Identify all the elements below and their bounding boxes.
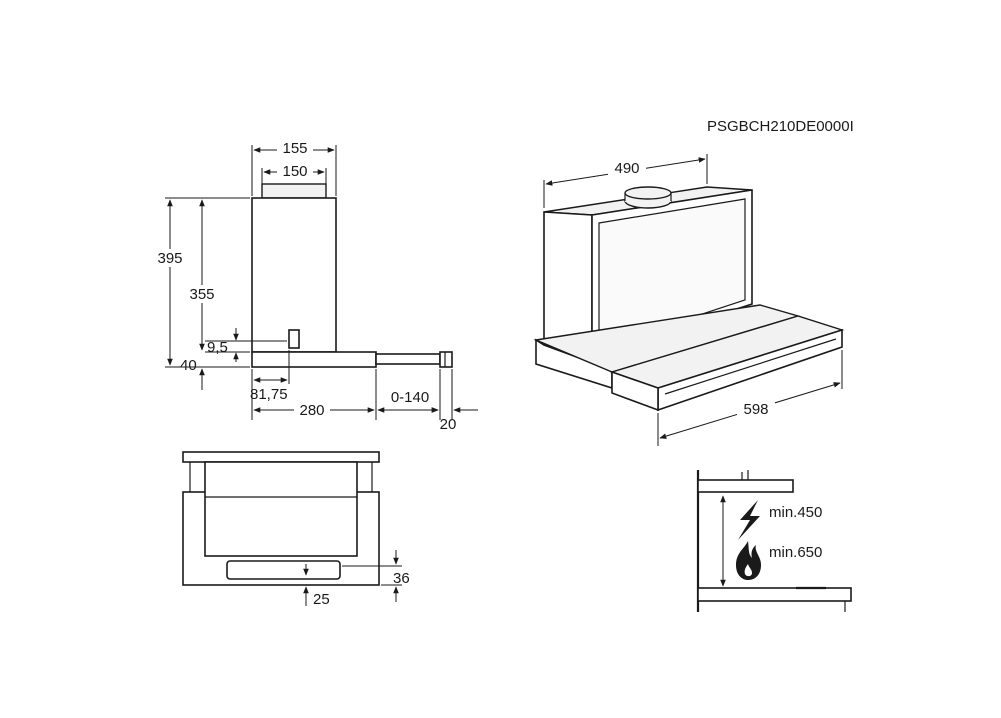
- side-handle: [439, 351, 453, 368]
- dim-depth: 280: [299, 402, 324, 419]
- dim-offset-small: 9,5: [207, 339, 228, 356]
- lightning-icon: [738, 500, 760, 540]
- side-base: [251, 351, 377, 368]
- dim-height-body: 355: [189, 286, 214, 303]
- side-drawer: [375, 353, 441, 365]
- dim-base-height: 40: [180, 357, 197, 374]
- iso-view: 490 598: [533, 154, 845, 446]
- front-view: 36 25: [182, 451, 410, 608]
- model-code: PSGBCH210DE0000I: [707, 118, 854, 135]
- side-collar: [261, 183, 327, 199]
- clearance-gas-min: min.650: [769, 544, 822, 561]
- clearance-hood: [697, 479, 794, 493]
- dim-offset-front: 81,75: [250, 386, 288, 403]
- front-dim-gap: 36: [393, 570, 410, 587]
- clearance-hob: [697, 587, 852, 602]
- dim-height-total: 395: [157, 250, 182, 267]
- clearance-electric-min: min.450: [769, 504, 822, 521]
- dim-width-outer: 155: [282, 140, 307, 157]
- dim-extension: 0-140: [391, 389, 429, 406]
- front-filter-strip: [226, 560, 341, 580]
- flame-icon: [736, 541, 761, 580]
- side-body: [251, 197, 337, 353]
- side-control-box: [288, 329, 300, 349]
- dim-width-inner: 150: [282, 163, 307, 180]
- front-top-plate: [182, 451, 380, 463]
- iso-dim-depth: 490: [614, 160, 639, 177]
- front-dim-bottom: 25: [313, 591, 330, 608]
- iso-dim-width: 598: [743, 401, 768, 418]
- dim-handle: 20: [440, 416, 457, 433]
- clearance-view: min.450 min.650: [696, 470, 852, 612]
- front-inner: [204, 461, 358, 557]
- side-view: 155 150 395 355 9,5 40 81,75: [154, 139, 478, 433]
